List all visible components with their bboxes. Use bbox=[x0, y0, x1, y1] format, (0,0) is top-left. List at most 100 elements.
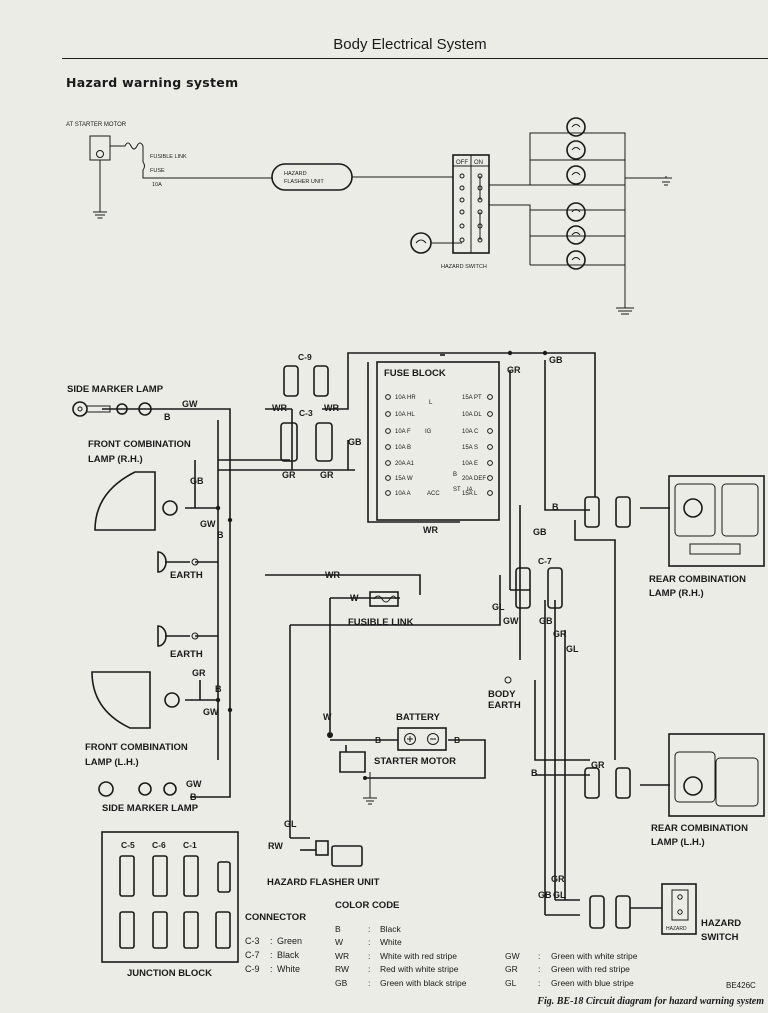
cc-code-8: GL bbox=[505, 978, 517, 988]
turn-lamp-array bbox=[489, 117, 672, 315]
rear-lh-connector-a bbox=[584, 767, 600, 799]
wire-label-gr-lh: GR bbox=[192, 668, 206, 678]
hazard-switch-body bbox=[661, 883, 697, 935]
header-rule bbox=[62, 58, 768, 59]
rear-combo-rh-lens-1 bbox=[674, 483, 716, 537]
wire-label-b-top: B bbox=[164, 412, 171, 422]
cc-desc-2: White bbox=[380, 937, 402, 947]
fuse-l-7: 10A A bbox=[395, 491, 411, 497]
connector-code-2: C-7 bbox=[245, 950, 260, 960]
wire-label-gr-c3: GR bbox=[282, 470, 296, 480]
front-combo-rh-lamp-icon bbox=[94, 471, 156, 531]
cc-code-6: GW bbox=[505, 951, 520, 961]
rear-combo-rh-bulb bbox=[683, 498, 703, 518]
hazard-switch-connector-a bbox=[589, 895, 605, 929]
battery-signs bbox=[407, 736, 436, 742]
battery-negative-icon bbox=[427, 733, 439, 745]
wire-label-gb-rh: GB bbox=[190, 476, 204, 486]
cc-desc-4: Red with white stripe bbox=[380, 964, 459, 974]
wire-junctions bbox=[215, 350, 548, 780]
connector-c9-b bbox=[313, 365, 329, 397]
hazard-switch-grid bbox=[453, 155, 489, 253]
connector-colon-1: : bbox=[270, 936, 273, 946]
junction-slot-1 bbox=[217, 861, 231, 893]
wire-label-gb-c7: GB bbox=[533, 527, 547, 537]
front-combo-rh-label-2: LAMP (R.H.) bbox=[88, 454, 143, 465]
rear-combo-lh-icon bbox=[668, 733, 765, 817]
fuse-r-5: 10A E bbox=[462, 461, 478, 467]
fuse-l-4: 10A B bbox=[395, 445, 411, 451]
hazard-switch-label-2: SWITCH bbox=[701, 932, 739, 943]
wire-label-gw-lh: GW bbox=[203, 707, 219, 717]
connector-legend: CONNECTOR C-3 : Green C-7 : Black C-9 : … bbox=[245, 912, 306, 974]
earth-2-terminal bbox=[191, 632, 199, 640]
flasher-unit-symbol bbox=[271, 163, 353, 191]
connector-c9-label: C-9 bbox=[298, 352, 312, 362]
cc-code-4: RW bbox=[335, 964, 349, 974]
junction-c1-connector bbox=[183, 855, 199, 897]
junction-slot-3 bbox=[152, 911, 168, 949]
wire-label-b-rear: B bbox=[531, 768, 538, 778]
cc-desc-5: Green with black stripe bbox=[380, 978, 467, 988]
starter-motor-icon bbox=[339, 745, 366, 773]
front-combo-rh-label-1: FRONT COMBINATION bbox=[88, 439, 191, 450]
rear-combo-lh-label-2: LAMP (L.H.) bbox=[651, 837, 705, 848]
wire-label-gl-c7: GL bbox=[492, 602, 505, 612]
fuse-block-fuses-right bbox=[487, 394, 493, 496]
connector-code-1: C-3 bbox=[245, 936, 260, 946]
fuse-r-1: 15A PT bbox=[462, 395, 482, 401]
wire-label-wr-left: WR bbox=[272, 403, 287, 413]
front-combo-lh-label-2: LAMP (L.H.) bbox=[85, 757, 139, 768]
wire-label-gl-sw: GL bbox=[553, 890, 566, 900]
wire-label-gw-top: GW bbox=[182, 399, 198, 409]
connector-legend-title: CONNECTOR bbox=[245, 912, 306, 923]
junction-c1-label: C-1 bbox=[183, 840, 197, 850]
wire-label-gl-c7b: GL bbox=[566, 644, 579, 654]
rear-combo-rh-label-2: LAMP (R.H.) bbox=[649, 588, 704, 599]
rear-combo-rh-lens-2 bbox=[721, 483, 759, 537]
rear-lh-connector-b bbox=[615, 767, 631, 799]
side-marker-lamp-top bbox=[72, 401, 152, 417]
earth-1-terminal bbox=[191, 558, 199, 566]
wire-label-b-bat-r: B bbox=[454, 735, 460, 745]
connector-c3-a bbox=[280, 422, 298, 462]
color-code-legend: COLOR CODE B : Black W : White WR : Whit… bbox=[335, 900, 638, 988]
flasher-unit-label-2: FLASHER UNIT bbox=[284, 179, 324, 185]
hazard-switch-contact-2 bbox=[677, 909, 683, 915]
cc-colon-5: : bbox=[368, 978, 370, 988]
rear-rh-connector-b bbox=[615, 496, 631, 528]
fuse-r-6: 20A DEF bbox=[462, 476, 486, 482]
cc-colon-3: : bbox=[368, 951, 370, 961]
flasher-unit-body bbox=[331, 845, 363, 867]
front-combo-lh-lamp-icon bbox=[91, 671, 151, 729]
fuse-block-symbol bbox=[376, 361, 500, 521]
body-earth-label-2: EARTH bbox=[488, 700, 521, 711]
wire-label-gb-c7b: GB bbox=[539, 616, 553, 626]
battery-icon bbox=[397, 727, 447, 751]
starter-ground-icon bbox=[363, 772, 377, 805]
wire-label-wr-fuse: WR bbox=[423, 525, 438, 535]
hazard-switch-label: HAZARD SWITCH bbox=[441, 264, 487, 270]
wire-label-gw-rh: GW bbox=[200, 519, 216, 529]
rear-combo-rh-label-1: REAR COMBINATION bbox=[649, 574, 746, 585]
side-marker-lamp-top-label: SIDE MARKER LAMP bbox=[67, 384, 164, 395]
fusible-link-bottom-label: FUSIBLE LINK bbox=[348, 617, 414, 628]
cc-desc-7: Green with red stripe bbox=[551, 964, 630, 974]
earth-1-label: EARTH bbox=[170, 570, 203, 581]
wire-label-gr-top: GR bbox=[507, 365, 521, 375]
cc-colon-1: : bbox=[368, 924, 370, 934]
wire-label-b-bottom: B bbox=[190, 792, 197, 802]
switch-on-label: ON bbox=[474, 160, 483, 166]
at-starter-motor-label: AT STARTER MOTOR bbox=[66, 122, 127, 128]
fusible-link-symbol bbox=[369, 591, 399, 607]
cc-desc-1: Black bbox=[380, 924, 402, 934]
cc-code-5: GB bbox=[335, 978, 348, 988]
cc-colon-4: : bbox=[368, 964, 370, 974]
wire-label-gl-fl: GL bbox=[284, 819, 297, 829]
wire-label-gr-c7: GR bbox=[553, 629, 567, 639]
wire-label-b-c7: B bbox=[552, 502, 559, 512]
hazard-switch-label-1: HAZARD bbox=[701, 918, 741, 929]
fuse-l-6: 15A W bbox=[395, 476, 413, 482]
starter-terminal-box bbox=[89, 135, 111, 161]
hazard-switch-connector-b bbox=[615, 895, 631, 929]
